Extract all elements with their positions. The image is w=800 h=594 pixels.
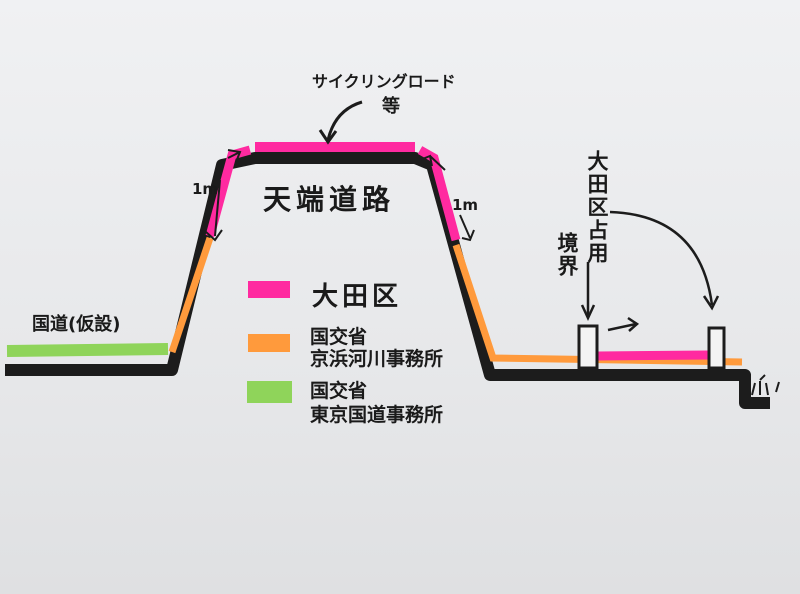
grass-icon	[751, 374, 780, 396]
cycling-road-arrow	[326, 100, 363, 141]
height-right-label: 1m	[452, 196, 479, 214]
legend-swatch-ota	[248, 281, 290, 298]
legend-label-keihin-line1: 国交省	[310, 326, 368, 348]
height-left-label: 1m	[192, 180, 219, 198]
top-road-label: 天端道路	[263, 183, 396, 216]
orange-right-slope	[452, 243, 743, 366]
legend-label-ota: 大田区	[312, 282, 403, 312]
boundary-label-line2: 境界	[555, 232, 579, 278]
orange-left-slope	[168, 236, 214, 354]
legend-swatch-keihin	[248, 334, 290, 352]
boundary-label-line1: 大田区占用	[585, 150, 609, 265]
direction-right-arrow	[607, 322, 637, 332]
pink-ota-occupation-segment	[597, 350, 709, 361]
boundary-curve-arrow	[609, 210, 714, 306]
green-national-road-segment	[6, 343, 169, 357]
boundary-post-left	[577, 324, 599, 370]
legend-label-tokyo-road-line1: 国交省	[310, 380, 368, 402]
height-arrow-right	[429, 155, 471, 239]
etc-label: 等	[382, 96, 400, 117]
cycling-road-label: サイクリングロード	[312, 72, 456, 91]
pink-right-slope	[417, 146, 461, 242]
legend-label-keihin-line2: 京浜河川事務所	[310, 348, 444, 370]
legend-swatch-tokyo-road	[247, 381, 292, 403]
height-arrow-left	[214, 151, 241, 237]
boundary-post-right	[707, 326, 726, 370]
national-road-label: 国道(仮設)	[32, 314, 121, 335]
legend-label-tokyo-road-line2: 東京国道事務所	[310, 404, 444, 426]
